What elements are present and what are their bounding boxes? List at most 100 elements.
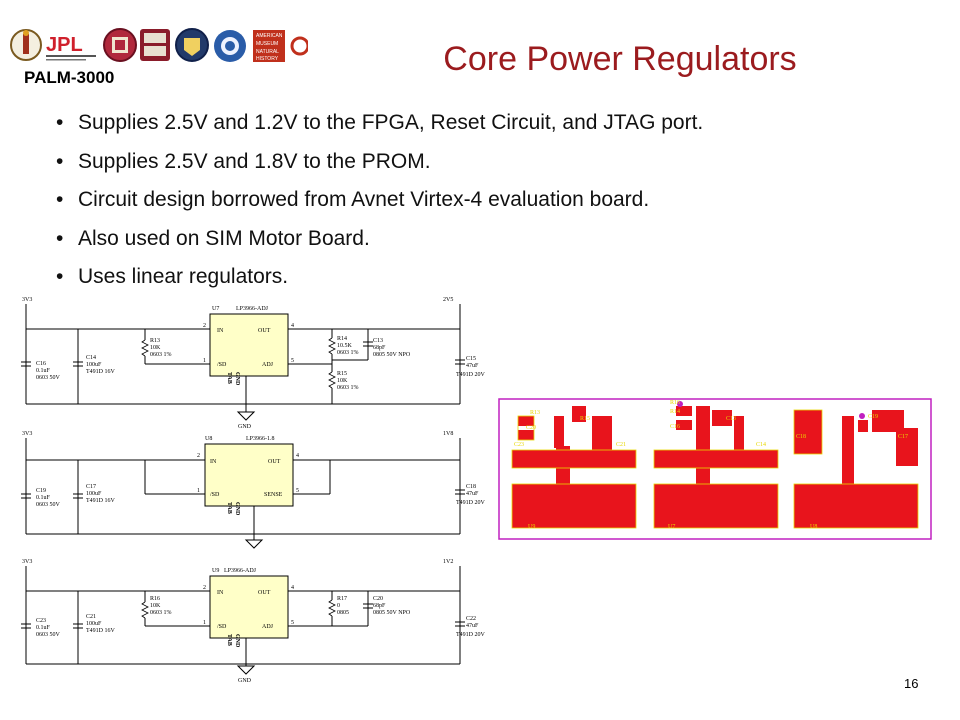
pin-in: IN <box>217 328 224 334</box>
pin-in: IN <box>217 590 224 596</box>
cap-package: T491D 20V <box>456 372 485 378</box>
pcb-label: C17 <box>898 434 908 440</box>
pin-sd: /SD <box>210 492 220 498</box>
res-package: 0603 1% <box>337 385 359 391</box>
pin-out: OUT <box>258 328 271 334</box>
cap-package: T491D 16V <box>86 498 115 504</box>
pin-in: IN <box>210 459 217 465</box>
res-package: 0603 1% <box>337 350 359 356</box>
regulator-schematic: 3V3 2V5 C16 0.1uF 0603 50V C14 100uF T49… <box>20 297 485 684</box>
cap-package: 0603 50V <box>36 375 61 381</box>
pin-gnd: GND <box>234 634 240 648</box>
res-ref: R13 <box>150 338 160 344</box>
pin-num: 4 <box>291 323 294 329</box>
pin-num: 5 <box>291 358 294 364</box>
pcb-label: R13 <box>530 410 540 416</box>
cap-value: 47uF <box>466 491 479 497</box>
cap-ref: C17 <box>86 484 96 490</box>
cap-package: T491D 20V <box>456 500 485 506</box>
pin-num: 1 <box>203 358 206 364</box>
pin-out: OUT <box>268 459 281 465</box>
cap-package: T491D 16V <box>86 628 115 634</box>
harvard-seal-icon <box>140 29 170 61</box>
cap-value: 0.1uF <box>36 625 51 631</box>
res-package: 0603 1% <box>150 352 172 358</box>
regulator-block-u9: 3V3 1V2 C23 0.1uF 0603 50V C21 100uF T49… <box>20 559 485 684</box>
pin-num: 5 <box>296 488 299 494</box>
pin-tab: TAB <box>226 634 232 646</box>
pcb-label: R15 <box>580 416 590 422</box>
cap-package: T491D 16V <box>86 369 115 375</box>
cap-value: 100uF <box>86 491 102 497</box>
pcb-label: C20 <box>526 425 536 431</box>
pin-num: 4 <box>296 453 299 459</box>
ic-ref: U8 <box>205 436 212 442</box>
cap-value: 100uF <box>86 362 102 368</box>
pin-num: 1 <box>197 488 200 494</box>
res-value: 0 <box>337 603 340 609</box>
cornell-seal-icon <box>103 28 137 62</box>
pcb-label: R16 <box>670 400 680 406</box>
cap-ref: C20 <box>373 596 383 602</box>
cap-ref: C21 <box>86 614 96 620</box>
pin-sd: /SD <box>217 362 227 368</box>
svg-text:NATURAL: NATURAL <box>256 49 279 55</box>
cap-value: 100uF <box>86 621 102 627</box>
pin-fb: ADJ <box>262 624 274 630</box>
cap-ref: C16 <box>36 361 46 367</box>
gnd-label: GND <box>238 424 252 430</box>
logo-strip: JPL AMERICAN MUSEUM NATURAL <box>10 28 310 62</box>
pcb-label: R14 <box>670 409 680 415</box>
res-ref: R17 <box>337 596 347 602</box>
pcb-label: C16 <box>670 424 680 430</box>
res-value: 10.5K <box>337 343 353 349</box>
nsf-logo-icon <box>214 30 246 62</box>
res-ref: R15 <box>337 371 347 377</box>
ic-part: LP3966-ADJ <box>224 568 257 574</box>
pin-num: 2 <box>203 585 206 591</box>
cap-package: 0805 50V NPO <box>373 352 411 358</box>
pcb-footprint-group-1 <box>512 406 636 528</box>
cap-ref: C19 <box>36 488 46 494</box>
oxford-seal-icon <box>175 28 209 62</box>
res-package: 0805 <box>337 610 349 616</box>
cap-package: 0603 50V <box>36 502 61 508</box>
res-package: 0603 1% <box>150 610 172 616</box>
res-value: 10K <box>337 378 348 384</box>
sponsor-logos: JPL AMERICAN MUSEUM NATURAL <box>8 22 310 68</box>
pcb-label: U9 <box>528 524 535 530</box>
pin-fb: ADJ <box>262 362 274 368</box>
cap-ref: C14 <box>86 355 96 361</box>
input-rail-label: 3V3 <box>22 297 32 303</box>
bullet-list: Supplies 2.5V and 1.2V to the FPGA, Rese… <box>56 112 703 305</box>
bullet-item: Uses linear regulators. <box>56 266 703 289</box>
svg-text:AMERICAN: AMERICAN <box>256 33 283 39</box>
pcb-label: C13 <box>726 416 736 422</box>
pcb-label: C23 <box>514 442 524 448</box>
bullet-item: Supplies 2.5V and 1.2V to the FPGA, Rese… <box>56 112 703 135</box>
output-rail-label: 1V8 <box>443 431 453 437</box>
output-rail-label: 1V2 <box>443 559 453 565</box>
ic-ref: U9 <box>212 568 219 574</box>
input-rail-label: 3V3 <box>22 431 32 437</box>
pin-out: OUT <box>258 590 271 596</box>
regulator-block-u7: 3V3 2V5 C16 0.1uF 0603 50V C14 100uF T49… <box>20 297 485 430</box>
pcb-label: C21 <box>616 442 626 448</box>
res-ref: R16 <box>150 596 160 602</box>
pin-tab: TAB <box>226 502 232 514</box>
pcb-footprint-group-2 <box>654 406 778 528</box>
svg-text:MUSEUM: MUSEUM <box>256 41 278 47</box>
cap-ref: C23 <box>36 618 46 624</box>
cap-package: 0603 50V <box>36 632 61 638</box>
cap-package: T491D 20V <box>456 632 485 638</box>
bullet-item: Circuit design borrowed from Avnet Virte… <box>56 189 703 212</box>
pcb-footprint-group-3 <box>794 410 918 528</box>
pcb-label: C19 <box>868 414 878 420</box>
pcb-label: C14 <box>756 442 766 448</box>
cap-value: 0.1uF <box>36 495 51 501</box>
ic-part: LP3966-1.8 <box>246 436 275 442</box>
pin-gnd: GND <box>234 372 240 386</box>
output-rail-label: 2V5 <box>443 297 453 303</box>
pin-fb: SENSE <box>264 492 283 498</box>
cap-value: 47uF <box>466 623 479 629</box>
